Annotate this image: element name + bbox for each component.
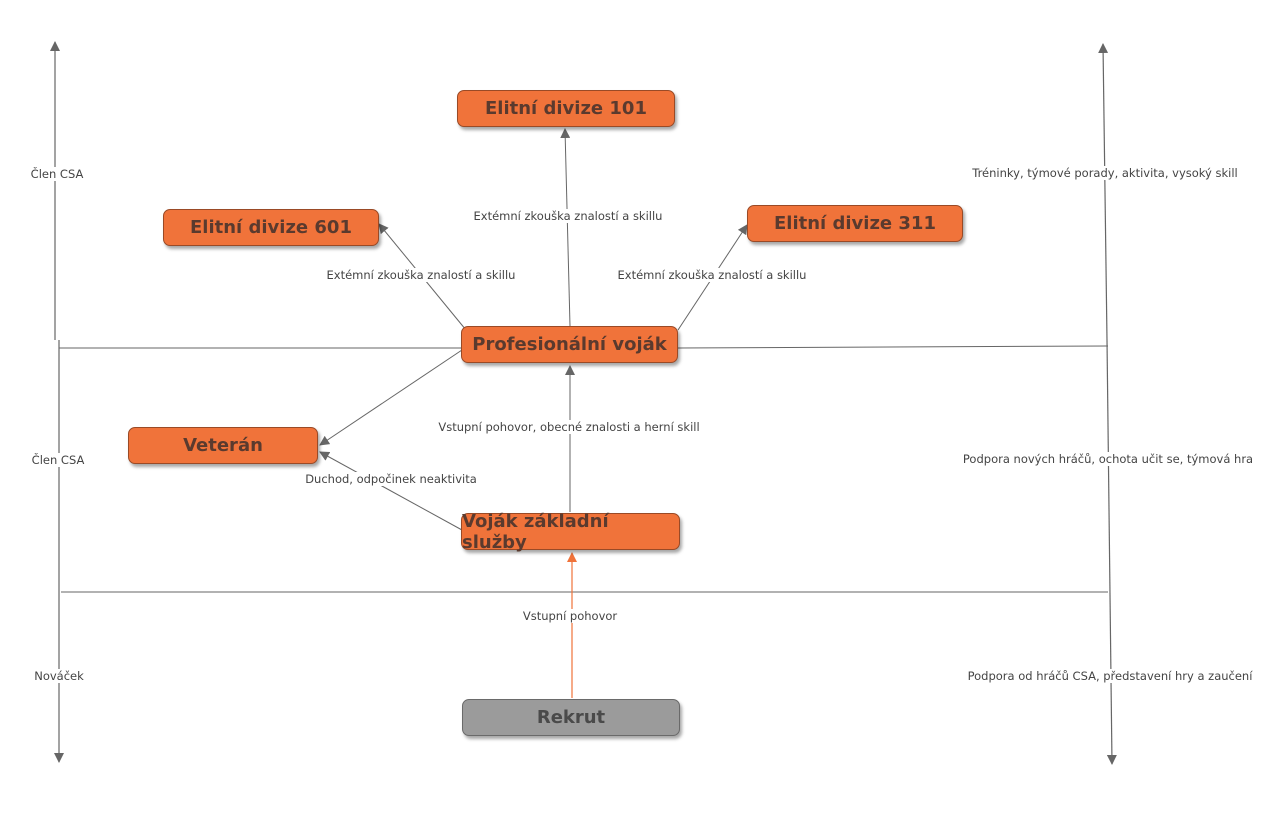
right-axis-down xyxy=(1106,339,1117,765)
edge-label-to-basic: Vstupní pohovor xyxy=(520,609,620,623)
node-elite-601[interactable]: Elitní divize 601 xyxy=(163,209,379,246)
node-recruit-label: Rekrut xyxy=(536,707,606,728)
node-veteran[interactable]: Veterán xyxy=(128,427,318,464)
edge-label-to-101: Extémní zkouška znalostí a skillu xyxy=(471,209,665,223)
right-axis-label-bottom: Podpora od hráčů CSA, představení hry a … xyxy=(965,669,1255,683)
left-axis-label-top: Člen CSA xyxy=(28,167,86,181)
edge-label-to-311: Extémní zkouška znalostí a skillu xyxy=(615,268,809,282)
node-elite-601-label: Elitní divize 601 xyxy=(190,217,352,238)
edge-pro-to-veteran xyxy=(319,349,463,446)
left-axis-label-middle: Člen CSA xyxy=(29,453,87,467)
node-veteran-label: Veterán xyxy=(183,435,263,456)
node-elite-101[interactable]: Elitní divize 101 xyxy=(457,90,675,127)
edge-label-to-601: Extémní zkouška znalostí a skillu xyxy=(324,268,518,282)
edge-basic-to-veteran xyxy=(319,451,463,531)
edge-pro-to-101 xyxy=(560,128,571,327)
node-elite-311[interactable]: Elitní divize 311 xyxy=(747,205,963,242)
right-axis-label-top: Tréninky, týmové porady, aktivita, vysok… xyxy=(970,166,1240,180)
node-basic-soldier-label: Voják základní služby xyxy=(462,510,609,553)
node-professional-soldier[interactable]: Profesionální voják xyxy=(461,326,678,363)
node-elite-101-label: Elitní divize 101 xyxy=(485,98,647,119)
right-axis-up xyxy=(1098,43,1109,341)
node-recruit[interactable]: Rekrut xyxy=(462,699,680,736)
separator-upper-right xyxy=(677,345,1109,349)
node-professional-soldier-label: Profesionální voják xyxy=(472,334,667,355)
left-axis-label-bottom: Nováček xyxy=(32,669,86,683)
node-basic-soldier[interactable]: Voják základní služby xyxy=(461,510,680,553)
right-axis-label-middle: Podpora nových hráčů, ochota učit se, tý… xyxy=(960,452,1256,466)
edge-label-to-pro: Vstupní pohovor, obecné znalosti a herní… xyxy=(436,420,702,434)
node-elite-311-label: Elitní divize 311 xyxy=(774,213,936,234)
edge-label-to-veteran: Duchod, odpočinek neaktivita xyxy=(303,472,479,486)
